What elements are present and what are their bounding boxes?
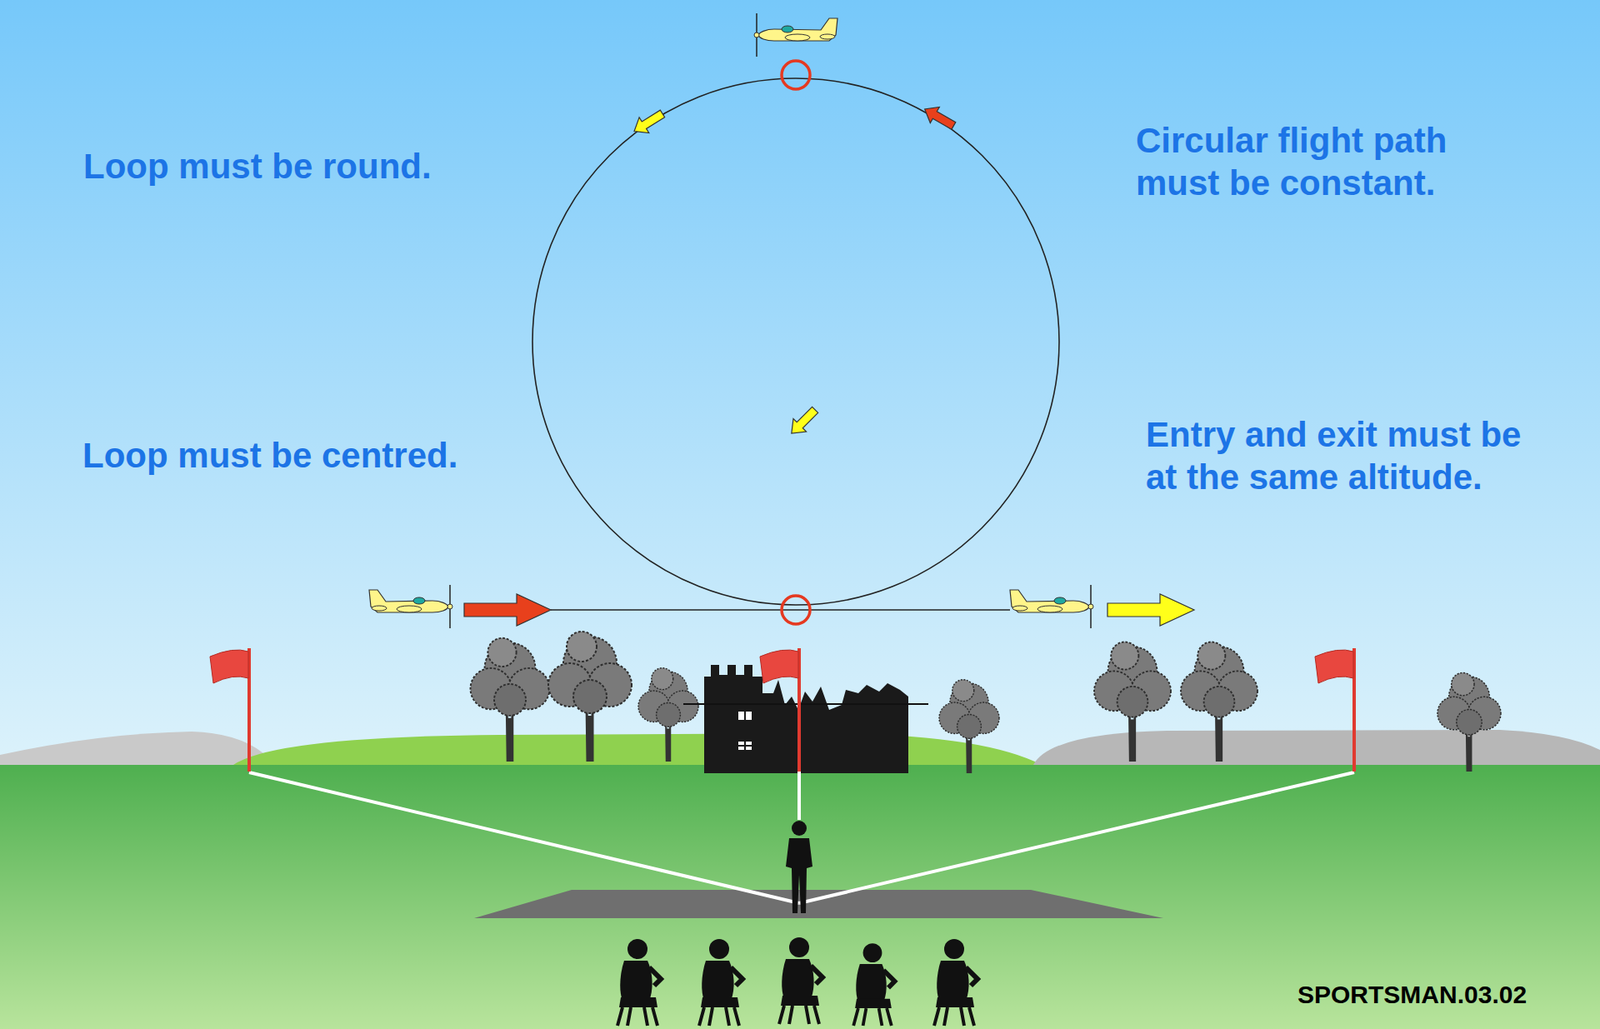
judges (617, 937, 978, 1026)
hill (1033, 730, 1600, 765)
pilot (785, 820, 813, 914)
rule-note: Loop must be round. (83, 145, 432, 188)
figure-code: SPORTSMAN.03.02 (1297, 980, 1527, 1010)
hill (0, 731, 275, 765)
runway (474, 890, 1164, 919)
rule-note: Entry and exit must be at the same altit… (1145, 413, 1546, 499)
rule-note: Circular flight path must be constant. (1135, 119, 1495, 205)
aircraft (369, 13, 1094, 629)
rule-note: Loop must be centred. (82, 434, 458, 477)
ground (0, 763, 1600, 1029)
hill (233, 733, 1042, 765)
trees (470, 631, 1502, 774)
loop-figure (464, 60, 1195, 626)
flags (210, 648, 1355, 772)
castle-ruin (683, 665, 929, 774)
